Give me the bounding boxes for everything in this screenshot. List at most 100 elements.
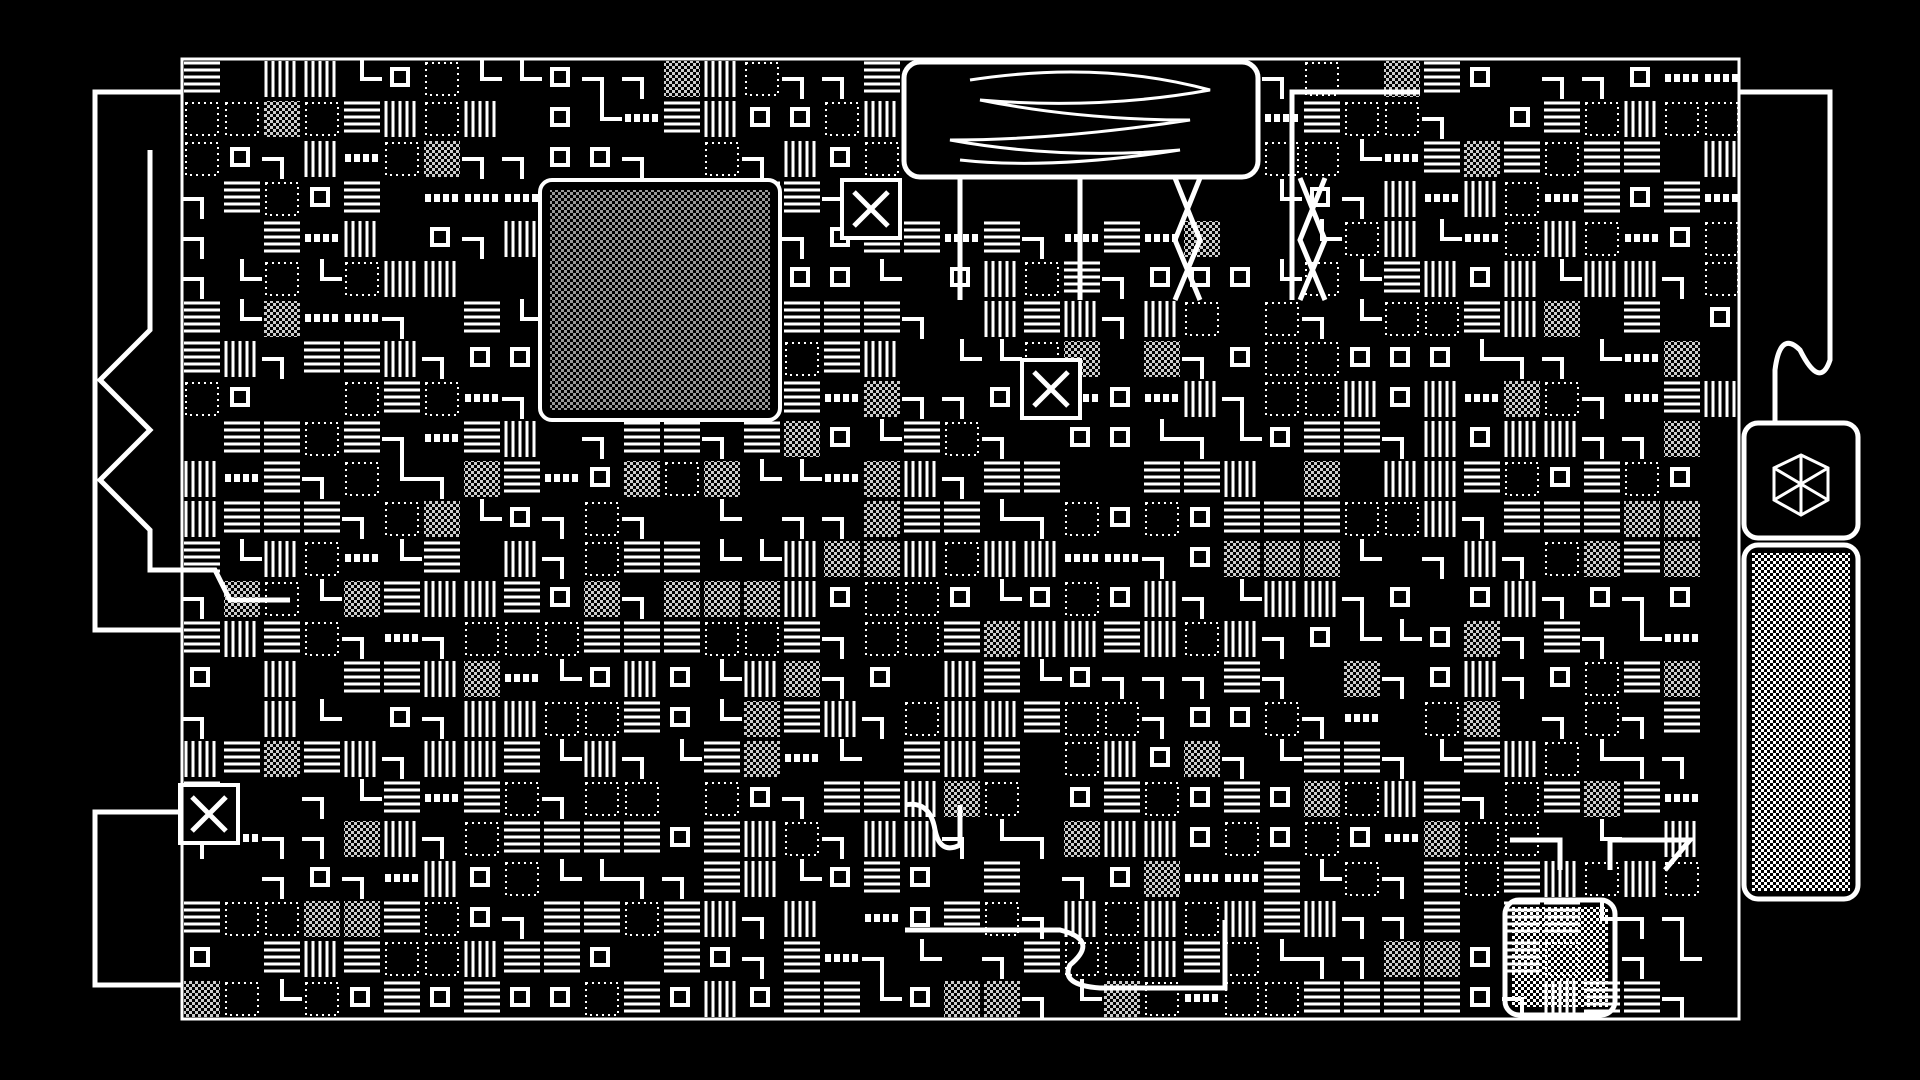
chip-pin bbox=[1412, 154, 1418, 162]
trace bbox=[1622, 437, 1644, 459]
chip-pin bbox=[1665, 634, 1671, 642]
chip-pin bbox=[1563, 194, 1569, 202]
chip-pin bbox=[332, 234, 338, 242]
chip-pin bbox=[363, 554, 369, 562]
chip-pin bbox=[1483, 234, 1489, 242]
pad bbox=[750, 787, 770, 807]
pad bbox=[310, 187, 330, 207]
chip-pin bbox=[1105, 554, 1111, 562]
dotted-block bbox=[185, 382, 219, 416]
dotted-block bbox=[425, 942, 459, 976]
trace bbox=[1280, 939, 1302, 961]
chip-pin bbox=[363, 154, 369, 162]
chip-pin bbox=[1434, 194, 1440, 202]
trace bbox=[382, 757, 404, 779]
chip-pin bbox=[1674, 74, 1680, 82]
trace bbox=[1462, 797, 1484, 819]
dither-patch bbox=[304, 901, 340, 937]
trace bbox=[600, 859, 622, 881]
dotted-block bbox=[1225, 982, 1259, 1016]
dotted-block bbox=[385, 502, 419, 536]
chip-pin bbox=[825, 394, 831, 402]
pad bbox=[1190, 707, 1210, 727]
trace bbox=[1662, 917, 1684, 939]
dither-patch bbox=[1664, 501, 1700, 537]
panel-legs bbox=[957, 177, 1328, 301]
dotted-block bbox=[1265, 382, 1299, 416]
pad bbox=[550, 147, 570, 167]
chip-pin bbox=[1234, 874, 1240, 882]
trace bbox=[1382, 877, 1404, 899]
dotted-block bbox=[625, 782, 659, 816]
dither-patch bbox=[344, 821, 380, 857]
pad bbox=[1190, 827, 1210, 847]
dotted-block bbox=[1585, 702, 1619, 736]
dotted-block bbox=[1505, 782, 1539, 816]
chip-pin bbox=[1554, 194, 1560, 202]
dither-box-bottom bbox=[1502, 897, 1618, 1018]
trace bbox=[422, 637, 444, 659]
trace bbox=[182, 597, 204, 619]
chip-pin bbox=[385, 634, 391, 642]
chip-pin bbox=[1212, 994, 1218, 1002]
pad bbox=[1390, 347, 1410, 367]
trace bbox=[1000, 579, 1022, 601]
trace bbox=[1022, 237, 1044, 259]
trace bbox=[1040, 659, 1062, 681]
pad bbox=[950, 587, 970, 607]
pad bbox=[390, 67, 410, 87]
chip-pin bbox=[972, 234, 978, 242]
trace bbox=[1142, 717, 1164, 739]
chip-pin bbox=[945, 234, 951, 242]
pad bbox=[790, 267, 810, 287]
chip-pin bbox=[1265, 114, 1271, 122]
chip-pin bbox=[1345, 714, 1351, 722]
trace bbox=[462, 237, 484, 259]
trace bbox=[1502, 637, 1524, 659]
dotted-block bbox=[705, 622, 739, 656]
pad bbox=[470, 907, 490, 927]
pad bbox=[590, 467, 610, 487]
dither-patch bbox=[1624, 501, 1660, 537]
dotted-block bbox=[1345, 782, 1379, 816]
trace bbox=[1480, 339, 1502, 361]
trace bbox=[1542, 357, 1564, 379]
chip-pin bbox=[1705, 74, 1711, 82]
pad bbox=[1230, 707, 1250, 727]
dither-patch bbox=[984, 621, 1020, 657]
chip-pin bbox=[523, 194, 529, 202]
dotted-block bbox=[1145, 502, 1179, 536]
dotted-block bbox=[1505, 462, 1539, 496]
trace bbox=[480, 499, 502, 521]
trace bbox=[462, 157, 484, 179]
trace bbox=[542, 517, 564, 539]
dotted-block bbox=[425, 62, 459, 96]
trace bbox=[422, 837, 444, 859]
chip-pin bbox=[843, 474, 849, 482]
pad bbox=[230, 147, 250, 167]
pad bbox=[1510, 107, 1530, 127]
trace bbox=[342, 517, 364, 539]
chip-pin bbox=[443, 434, 449, 442]
dither-patch bbox=[824, 541, 860, 577]
chip-pin bbox=[403, 874, 409, 882]
chip-pin bbox=[1652, 234, 1658, 242]
chip-pin bbox=[234, 474, 240, 482]
dither-patch bbox=[1664, 341, 1700, 377]
dotted-block bbox=[1105, 942, 1139, 976]
chip-pin bbox=[1443, 194, 1449, 202]
chip-pin bbox=[1154, 234, 1160, 242]
chip-pin bbox=[474, 394, 480, 402]
dotted-block bbox=[1265, 982, 1299, 1016]
chip-pin bbox=[1074, 234, 1080, 242]
chip-pin bbox=[532, 194, 538, 202]
dither-patch bbox=[1224, 541, 1260, 577]
chip-pin bbox=[825, 954, 831, 962]
pad bbox=[1710, 307, 1730, 327]
chip-pin bbox=[452, 194, 458, 202]
pad bbox=[830, 587, 850, 607]
trace bbox=[1382, 677, 1404, 699]
trace bbox=[1302, 317, 1324, 339]
left-pipe-bottom bbox=[92, 809, 182, 988]
trace bbox=[1382, 437, 1404, 459]
